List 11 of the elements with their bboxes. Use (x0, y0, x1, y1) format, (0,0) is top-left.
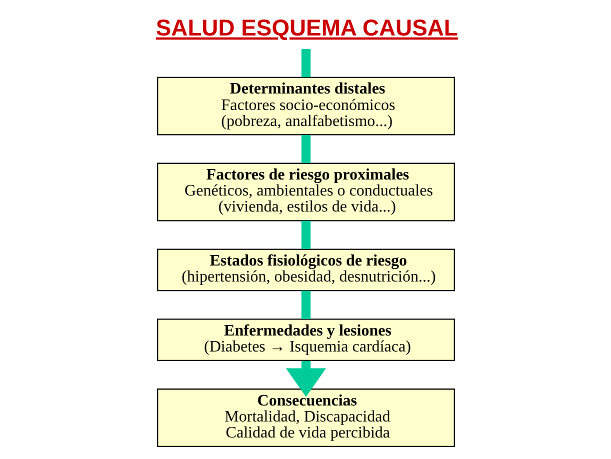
arrow (285, 360, 326, 396)
node-box: Enfermedades y lesiones (Diabetes → Isquemia cardíaca) (156, 318, 454, 361)
diagram-title: SALUD ESQUEMA CAUSAL (155, 14, 458, 40)
node-box: Factores de riesgo proximales Genéticos, ambientales o conductuales (vivienda, estilos de vida...) (156, 162, 454, 221)
connector (300, 290, 310, 318)
node-box: Consecuencias Mortalidad, Discapacidad Calidad de vida percibida (156, 388, 454, 446)
connector (300, 48, 310, 77)
node-box: Estados fisiológicos de riesgo (hipertensión, obesidad, desnutrición...) (156, 248, 454, 291)
connector (300, 220, 310, 248)
node-box: Determinantes distales Factores socio-económicos (pobreza, analfabetismo...) (156, 76, 454, 135)
connector (300, 134, 310, 162)
